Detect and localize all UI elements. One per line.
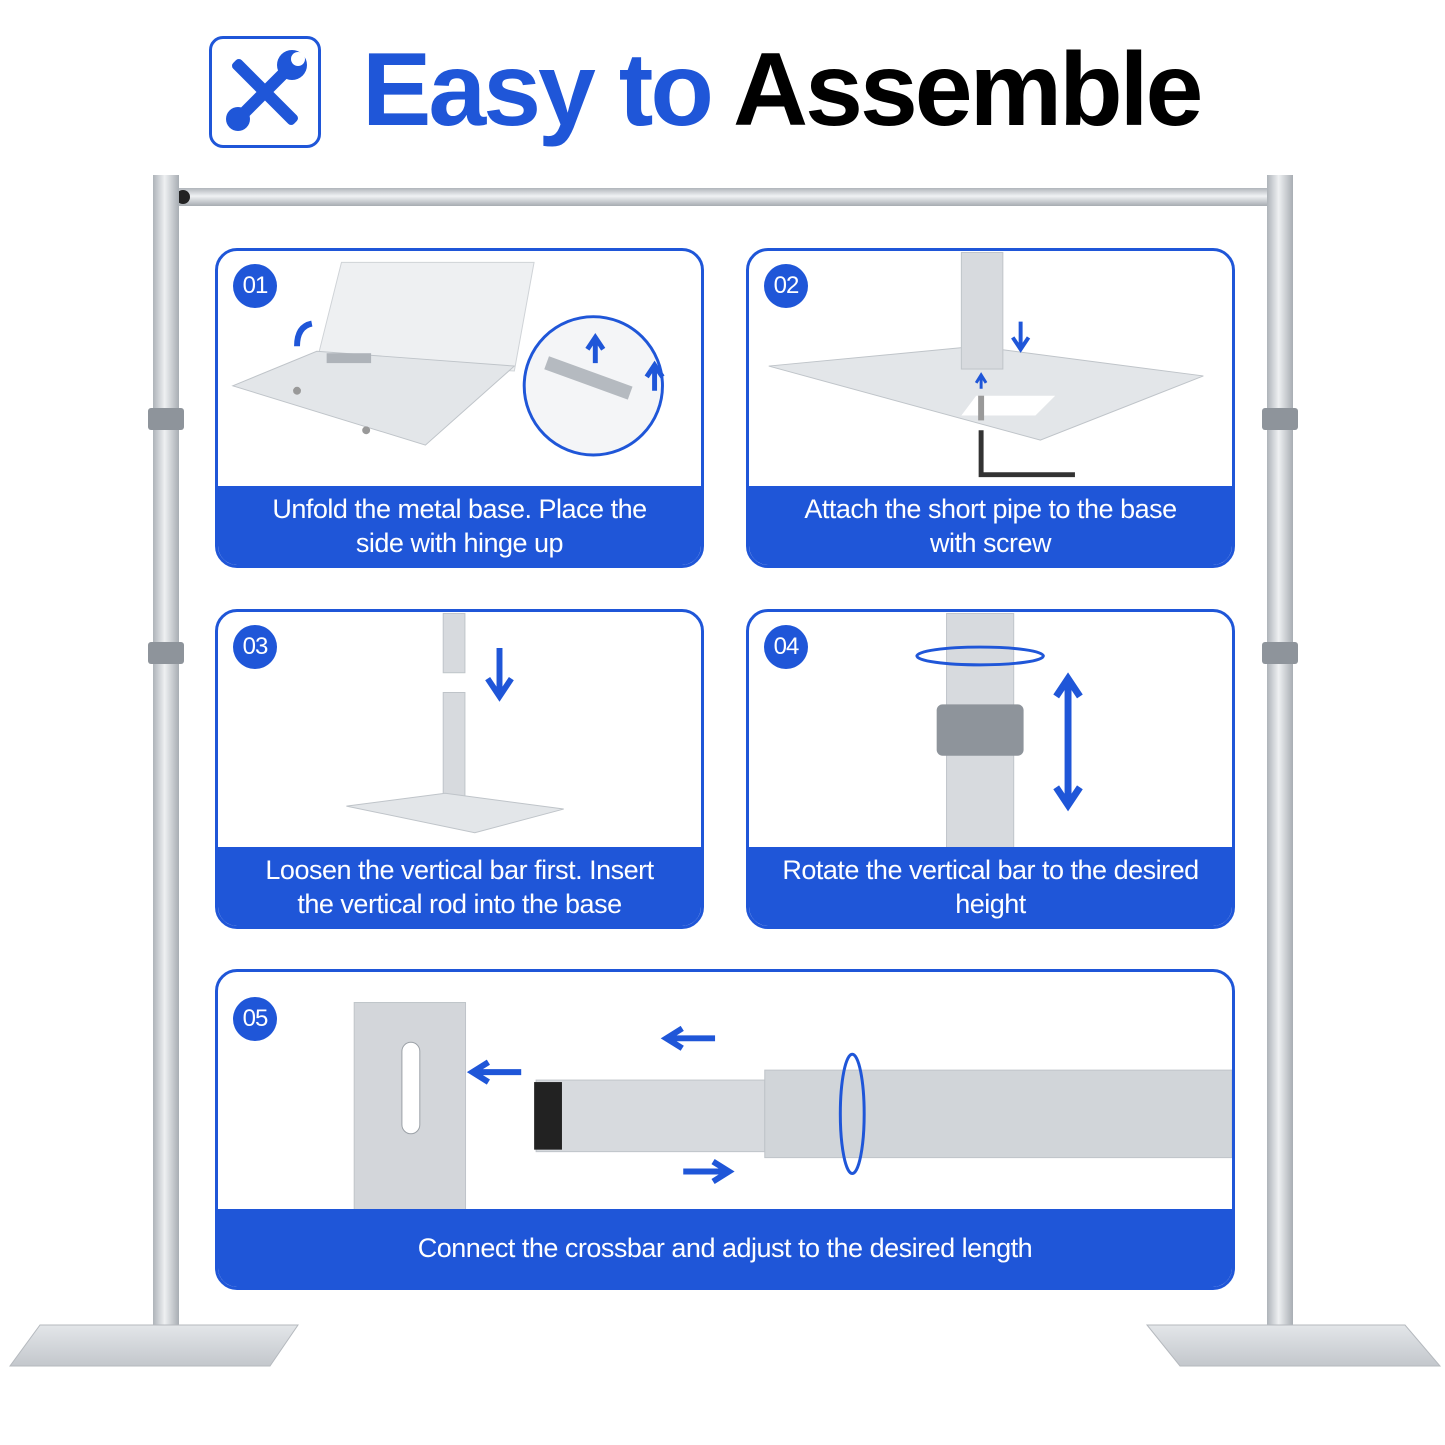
step-card-01: 01 Unfold the metal base. Place the side… [215,248,704,568]
title-highlight: Easy to [362,32,714,148]
step-number: 05 [233,997,277,1041]
header: Easy to Assemble [0,0,1445,170]
step-number: 04 [764,625,808,669]
step-card-04: 04 Rotate the vertical bar to the desire… [746,609,1235,929]
step-caption: Unfold the metal base. Place the side wi… [218,486,701,565]
step-caption: Attach the short pipe to the base with s… [749,486,1232,565]
vertical-rod-insert-illustration [346,612,564,834]
page-title: Easy to Assemble [362,30,1203,150]
step-number: 03 [233,625,277,669]
title-main: Assemble [733,32,1203,148]
rotate-height-illustration [915,612,1083,852]
step-caption: Loosen the vertical bar first. Insert th… [218,847,701,926]
step-card-02: 02 Attach the short pipe to the base wit… [746,248,1235,568]
step-caption: Connect the crossbar and adjust to the d… [218,1209,1232,1287]
step-card-05: 05 Connect the crossbar and adjust to th… [215,969,1235,1290]
step-number: 01 [233,264,277,308]
crossbar-connect-illustration [353,1002,1232,1212]
step-number: 02 [764,264,808,308]
step-card-03: 03 Loosen the vertical bar first. Insert… [215,609,704,929]
pipe-screw-attach-illustration [768,251,1204,478]
metal-base-unfold-illustration [231,261,665,457]
wrench-screwdriver-icon [209,36,321,148]
step-caption: Rotate the vertical bar to the desired h… [749,847,1232,926]
